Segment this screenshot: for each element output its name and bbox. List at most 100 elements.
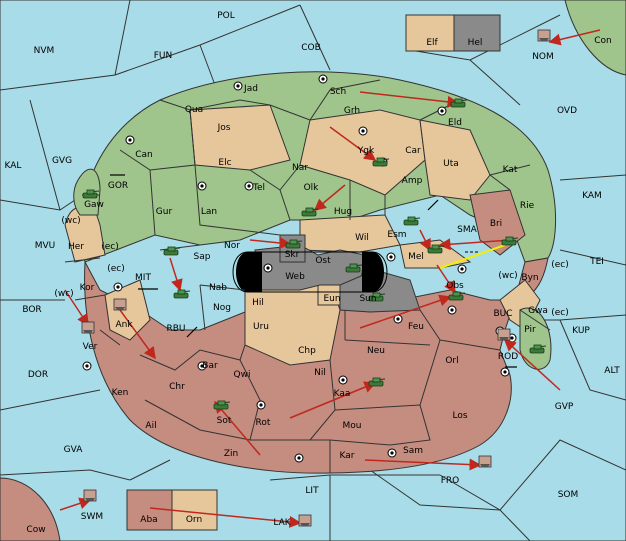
army-unit-icon[interactable]	[372, 157, 390, 167]
land-label-sun[interactable]: Sun	[359, 294, 376, 304]
army-unit-icon[interactable]	[368, 292, 386, 302]
land-label-her[interactable]: Her	[68, 242, 84, 252]
fleet-unit-icon[interactable]	[537, 29, 551, 42]
land-label-ec2[interactable]: (ec)	[551, 260, 569, 270]
land-label-lan[interactable]: Lan	[201, 207, 217, 217]
sea-label-cob[interactable]: COB	[301, 43, 321, 53]
land-label-car[interactable]: Car	[405, 146, 421, 156]
land-label-nab[interactable]: Nab	[209, 283, 227, 293]
land-label-sch[interactable]: Sch	[330, 87, 346, 97]
sea-label-fun[interactable]: FUN	[154, 51, 173, 61]
sea-label-mvu[interactable]: MVU	[35, 241, 56, 251]
land-label-kaa[interactable]: Kaa	[334, 389, 351, 399]
sea-label-rbu[interactable]: RBU	[166, 324, 185, 334]
sea-label-dor[interactable]: DOR	[28, 370, 48, 380]
army-unit-icon[interactable]	[285, 239, 303, 249]
land-label-amp[interactable]: Amp	[402, 176, 423, 186]
land-label-hil[interactable]: Hil	[252, 298, 264, 308]
sea-label-nvm[interactable]: NVM	[34, 46, 55, 56]
land-label-olk[interactable]: Olk	[304, 183, 320, 193]
land-label-zin[interactable]: Zin	[224, 449, 238, 459]
land-label-ec1[interactable]: (ec)	[101, 242, 119, 252]
land-label-wc1[interactable]: (wc)	[61, 216, 80, 226]
land-label-orn[interactable]: Orn	[186, 515, 202, 525]
fleet-unit-icon[interactable]	[478, 455, 492, 468]
army-unit-icon[interactable]	[448, 291, 466, 301]
land-label-neu[interactable]: Neu	[367, 346, 385, 356]
sea-label-sma[interactable]: SMA	[457, 225, 477, 235]
land-label-rie[interactable]: Rie	[520, 201, 535, 211]
army-unit-icon[interactable]	[501, 236, 519, 246]
sea-label-nom[interactable]: NOM	[532, 52, 554, 62]
fleet-unit-icon[interactable]	[113, 298, 127, 311]
army-unit-icon[interactable]	[301, 207, 319, 217]
land-label-con[interactable]: Con	[594, 36, 612, 46]
land-label-nil[interactable]: Nil	[314, 368, 326, 378]
land-label-bri[interactable]: Bri	[490, 219, 502, 229]
fleet-unit-icon[interactable]	[298, 514, 312, 527]
land-label-elf[interactable]: Elf	[426, 38, 438, 48]
army-unit-icon[interactable]	[450, 98, 468, 108]
army-unit-icon[interactable]	[213, 400, 231, 410]
land-label-eun[interactable]: Eun	[323, 294, 340, 304]
sea-label-gvp[interactable]: GVP	[555, 402, 574, 412]
land-label-feu[interactable]: Feu	[408, 322, 424, 332]
land-label-wil[interactable]: Wil	[355, 233, 369, 243]
army-unit-icon[interactable]	[82, 189, 100, 199]
land-label-elc[interactable]: Elc	[218, 158, 231, 168]
sea-label-kam[interactable]: KAM	[582, 191, 602, 201]
land-label-hel[interactable]: Hel	[468, 38, 483, 48]
land-label-chr[interactable]: Chr	[169, 382, 185, 392]
land-label-sot[interactable]: Sot	[217, 416, 232, 426]
land-label-uru[interactable]: Uru	[253, 322, 269, 332]
land-label-wc3[interactable]: (wc)	[54, 289, 73, 299]
land-label-kar[interactable]: Kar	[340, 451, 355, 461]
land-label-nar[interactable]: Nar	[292, 163, 308, 173]
land-label-obs[interactable]: Obs	[446, 281, 464, 291]
land-label-gur[interactable]: Gur	[156, 207, 173, 217]
land-label-uta[interactable]: Uta	[443, 159, 459, 169]
sea-label-alt[interactable]: ALT	[604, 366, 620, 376]
land-label-rot[interactable]: Rot	[256, 418, 271, 428]
land-label-pir[interactable]: Pir	[524, 325, 536, 335]
sea-label-kup[interactable]: KUP	[572, 326, 590, 336]
sea-label-buc[interactable]: BUC	[493, 309, 512, 319]
land-label-ank[interactable]: Ank	[115, 320, 133, 330]
land-label-jos[interactable]: Jos	[217, 123, 231, 133]
land-label-hug[interactable]: Hug	[334, 207, 352, 217]
land-label-skr[interactable]: Skr	[285, 250, 300, 260]
sea-label-swm[interactable]: SWM	[81, 512, 103, 522]
land-label-bar[interactable]: Bar	[202, 361, 218, 371]
sea-label-gor[interactable]: GOR	[108, 181, 128, 191]
land-label-qua[interactable]: Qua	[185, 105, 203, 115]
land-label-orl[interactable]: Orl	[445, 356, 458, 366]
army-unit-icon[interactable]	[403, 216, 421, 226]
land-label-sam[interactable]: Sam	[403, 446, 423, 456]
land-label-nog[interactable]: Nog	[213, 303, 231, 313]
land-label-chp[interactable]: Chp	[298, 346, 316, 356]
sea-label-kal[interactable]: KAL	[5, 161, 22, 171]
sea-label-ovd[interactable]: OVD	[557, 106, 577, 116]
land-label-ail[interactable]: Ail	[145, 421, 156, 431]
land-label-nor[interactable]: Nor	[224, 241, 240, 251]
land-label-jad[interactable]: Jad	[243, 84, 258, 94]
fleet-unit-icon[interactable]	[83, 489, 97, 502]
land-label-los[interactable]: Los	[452, 411, 467, 421]
land-label-eld[interactable]: Eld	[448, 118, 462, 128]
army-unit-icon[interactable]	[529, 344, 547, 354]
land-label-wc2[interactable]: (wc)	[498, 271, 517, 281]
land-label-ver[interactable]: Ver	[83, 342, 98, 352]
land-label-mel[interactable]: Mel	[408, 252, 424, 262]
army-unit-icon[interactable]	[368, 377, 386, 387]
sea-label-lit[interactable]: LIT	[305, 486, 319, 496]
sea-label-gvg[interactable]: GVG	[52, 156, 72, 166]
land-label-cow[interactable]: Cow	[26, 525, 45, 535]
army-unit-icon[interactable]	[427, 244, 445, 254]
army-unit-icon[interactable]	[173, 289, 191, 299]
army-unit-icon[interactable]	[163, 246, 181, 256]
sea-label-mit[interactable]: MIT	[135, 273, 151, 283]
land-label-gwa[interactable]: Gwa	[528, 306, 548, 316]
land-label-mou[interactable]: Mou	[343, 421, 362, 431]
sea-label-lak[interactable]: LAK	[273, 518, 291, 528]
